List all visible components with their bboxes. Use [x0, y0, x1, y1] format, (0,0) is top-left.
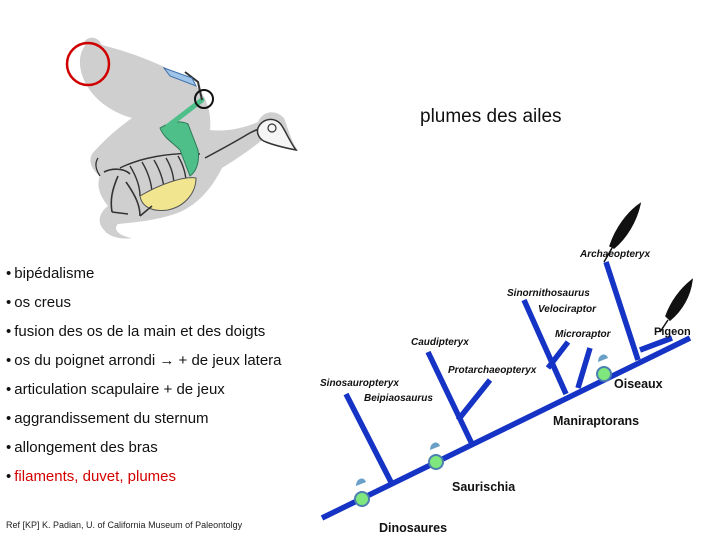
- trait-item: •bipédalisme: [6, 265, 95, 282]
- branch-beipiaosaurus: [455, 378, 493, 422]
- trait-text: allongement des bras: [14, 439, 158, 456]
- trait-text: os creus: [14, 294, 71, 311]
- trait-text: fusion des os de la main et des doigts: [14, 323, 266, 340]
- node-dot: [428, 454, 444, 470]
- clade-node-oiseaux: [596, 354, 612, 382]
- taxon-label-pigeon: Pigeon: [654, 326, 691, 338]
- hand-bones: [162, 66, 198, 87]
- clade-node-dinosaures: [354, 478, 370, 507]
- trait-item: •os du poignet arrondi → + de jeux later…: [6, 352, 282, 369]
- trait-item: •articulation scapulaire + de jeux: [6, 381, 225, 398]
- feather-icon-pigeon: [659, 278, 693, 333]
- node-dot: [354, 491, 370, 507]
- feather-highlight-circle: [65, 41, 111, 87]
- taxon-label-protarchaeopteryx: Protarchaeopteryx: [448, 365, 537, 376]
- trait-item: •os creus: [6, 294, 71, 311]
- branch-caudipteryx: [425, 350, 475, 446]
- cladogram-branches: [320, 261, 692, 521]
- feather-icon-archaeopteryx: [603, 202, 642, 263]
- skull: [256, 118, 298, 152]
- branch-microraptor: [575, 347, 593, 389]
- trait-text: articulation scapulaire + de jeux: [14, 381, 225, 398]
- taxon-label-sinornithosaurus: Sinornithosaurus: [507, 288, 590, 299]
- taxon-label-caudipteryx: Caudipteryx: [411, 337, 469, 348]
- trait-text: bipédalisme: [14, 265, 95, 282]
- forearm: [184, 71, 203, 101]
- trait-text: os du poignet arrondi → + de jeux latera: [14, 352, 282, 369]
- branch-archaeopteryx: [603, 261, 641, 361]
- branch-sinosauropteryx: [343, 392, 395, 486]
- clade-label-maniraptorans: Maniraptorans: [553, 414, 639, 428]
- trait-item-highlighted: •filaments, duvet, plumes: [6, 468, 177, 485]
- clade-node-saurischia: [428, 442, 444, 470]
- taxon-label-sinosauropteryx: Sinosauropteryx: [320, 378, 399, 389]
- slide-title: plumes des ailes: [420, 106, 562, 127]
- main-trunk: [320, 335, 692, 521]
- branch-sinornithosaurus: [521, 298, 569, 396]
- trait-text: filaments, duvet, plumes: [14, 468, 177, 485]
- clade-label-oiseaux: Oiseaux: [614, 377, 663, 391]
- node-marker: [356, 478, 366, 486]
- clade-label-dinosaures: Dinosaures: [379, 521, 447, 535]
- node-marker: [598, 354, 608, 362]
- taxon-label-velociraptor: Velociraptor: [538, 304, 597, 315]
- bird-skeleton-illustration: [65, 37, 299, 239]
- taxon-label-beipiaosaurus: Beipiaosaurus: [364, 393, 433, 404]
- tail: [95, 157, 101, 177]
- trait-item: •allongement des bras: [6, 439, 158, 456]
- node-dot: [596, 366, 612, 382]
- wrist-circle: [194, 89, 214, 109]
- taxon-label-archaeopteryx: Archaeopteryx: [579, 249, 650, 260]
- clade-label-saurischia: Saurischia: [452, 480, 516, 494]
- node-marker: [430, 442, 440, 450]
- branch-velociraptor: [545, 340, 571, 370]
- taxon-label-microraptor: Microraptor: [555, 329, 612, 340]
- trait-item: •aggrandissement du sternum: [6, 410, 209, 427]
- trait-list: •bipédalisme •os creus •fusion des os de…: [6, 262, 282, 494]
- pelvis-legs: [103, 168, 153, 217]
- eye-socket: [267, 123, 277, 133]
- trait-item: •fusion des os de la main et des doigts: [6, 323, 266, 340]
- branch-pigeon: [639, 335, 673, 353]
- trait-text: aggrandissement du sternum: [14, 410, 209, 427]
- reference-note: Ref [KP] K. Padian, U. of California Mus…: [6, 520, 243, 530]
